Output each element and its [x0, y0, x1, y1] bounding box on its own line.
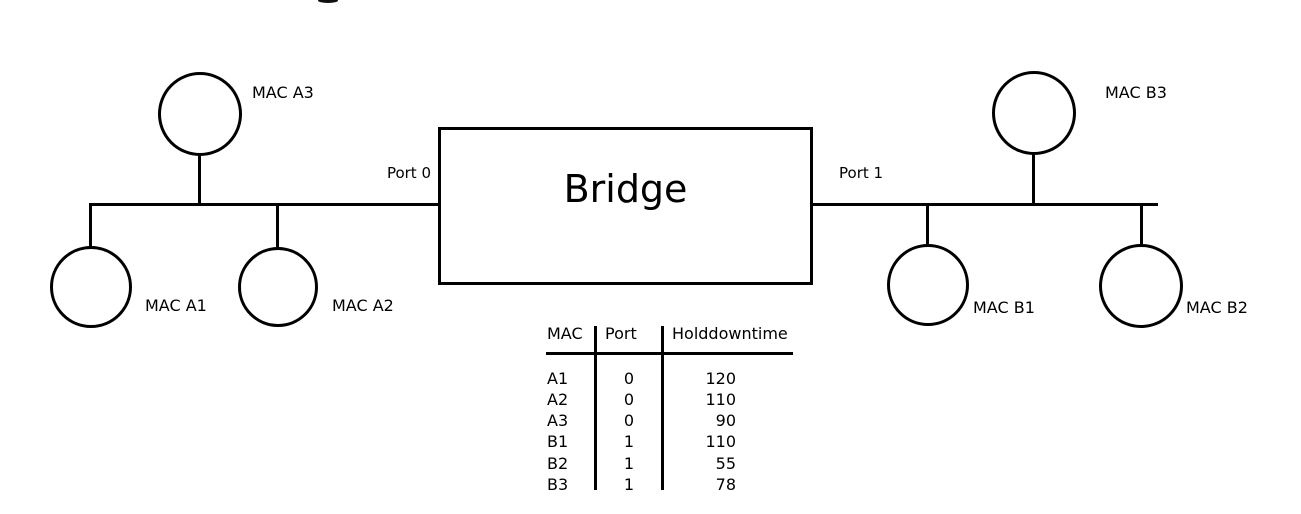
- node-mac-a2-label: MAC A2: [332, 296, 394, 315]
- table-divider-horizontal: [546, 352, 793, 355]
- table-cell-holddowntime: 78: [715, 475, 736, 494]
- bridge-box: [438, 127, 813, 285]
- node-mac-a1-label: MAC A1: [145, 296, 207, 315]
- node-mac-b2-circle: [1099, 244, 1183, 328]
- table-cell-port: 0: [623, 390, 635, 409]
- table-cell-holddowntime: 110: [705, 390, 736, 409]
- node-mac-b3-circle: [992, 71, 1076, 155]
- table-header-holddowntime: Holddowntime: [672, 324, 788, 343]
- node-mac-b1-label: MAC B1: [973, 298, 1035, 317]
- node-mac-b1-circle: [887, 244, 969, 326]
- table-cell-holddowntime: 55: [715, 454, 736, 473]
- node-mac-a3-circle: [158, 72, 242, 156]
- node-mac-b3-label: MAC B3: [1105, 83, 1167, 102]
- table-cell-mac: A2: [547, 390, 569, 409]
- cropped-glyph-artifact: [318, 0, 338, 3]
- table-divider-vertical-2: [661, 326, 664, 490]
- table-cell-port: 1: [623, 454, 635, 473]
- node-mac-a2-link-line: [276, 203, 279, 247]
- table-cell-mac: B3: [547, 475, 569, 494]
- table-cell-holddowntime: 90: [715, 411, 736, 430]
- table-cell-port: 1: [623, 432, 635, 451]
- table-cell-mac: B2: [547, 454, 569, 473]
- table-header-port: Port: [605, 324, 637, 343]
- lan-a-bus-line: [89, 203, 438, 206]
- node-mac-b3-link-line: [1032, 154, 1035, 205]
- bridge-label: Bridge: [563, 167, 688, 211]
- table-cell-mac: A3: [547, 411, 569, 430]
- table-divider-vertical-1: [594, 326, 597, 490]
- port1-label: Port 1: [839, 164, 884, 182]
- node-mac-a2-circle: [238, 247, 318, 327]
- node-mac-b2-link-line: [1140, 203, 1143, 247]
- table-cell-port: 0: [623, 411, 635, 430]
- table-header-mac: MAC: [547, 324, 583, 343]
- table-cell-mac: A1: [547, 369, 569, 388]
- table-cell-holddowntime: 120: [705, 369, 736, 388]
- table-cell-port: 0: [623, 369, 635, 388]
- table-cell-mac: B1: [547, 432, 569, 451]
- lan-b-bus-line: [813, 203, 1158, 206]
- table-cell-port: 1: [623, 475, 635, 494]
- node-mac-b2-label: MAC B2: [1186, 298, 1248, 317]
- table-cell-holddowntime: 110: [705, 432, 736, 451]
- node-mac-a3-link-line: [198, 154, 201, 205]
- node-mac-a1-link-line: [89, 203, 92, 247]
- node-mac-b1-link-line: [926, 203, 929, 246]
- port0-label: Port 0: [386, 164, 431, 182]
- node-mac-a3-label: MAC A3: [252, 83, 314, 102]
- node-mac-a1-circle: [50, 246, 132, 328]
